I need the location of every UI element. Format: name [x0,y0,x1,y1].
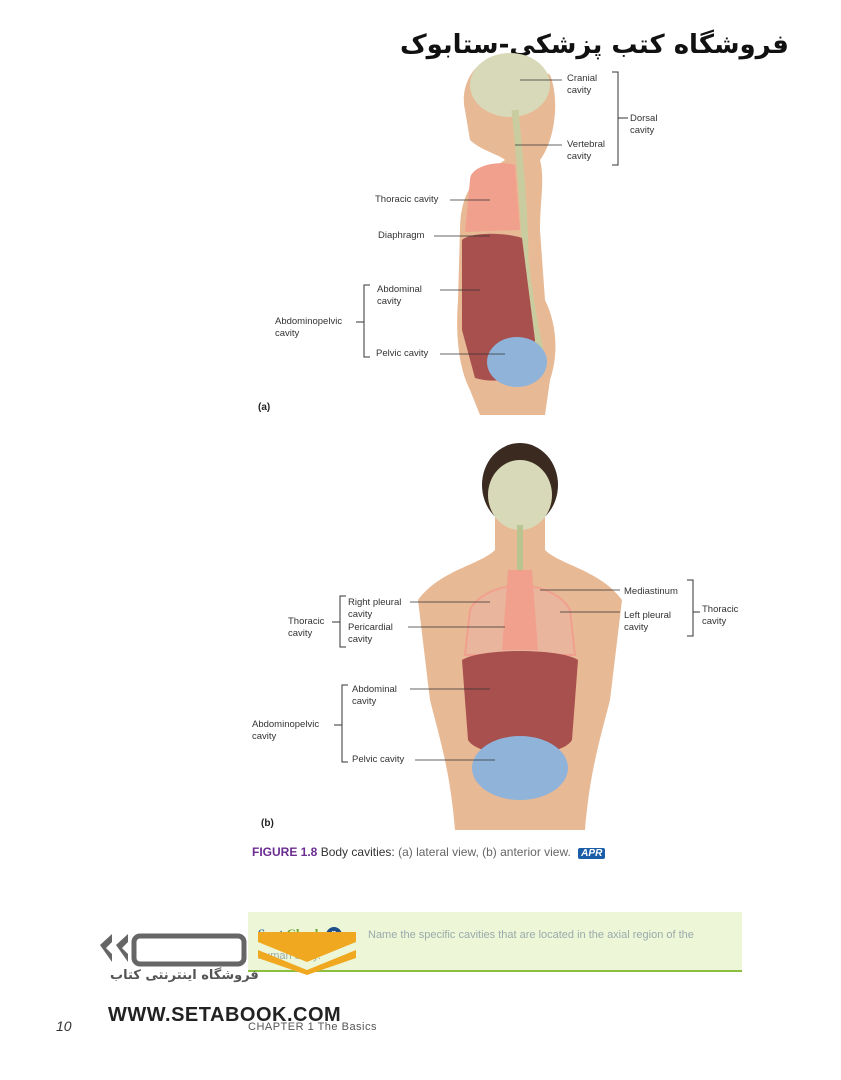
figure-detail: (a) lateral view, (b) anterior view. [398,845,571,859]
label-mediastinum: Mediastinum [624,586,678,597]
panel-b-letter: (b) [261,818,274,829]
figure-number: FIGURE 1.8 [252,845,318,859]
spot-check-question: Name the specific cavities that are loca… [368,929,694,941]
apr-badge: APR [578,848,606,859]
label-thoracic-cavity: Thoracic cavity [375,194,439,205]
figure-caption: FIGURE 1.8 Body cavities: (a) lateral vi… [252,845,606,859]
panel-a-letter: (a) [258,402,271,413]
label-diaphragm: Diaphragm [378,230,425,241]
label-pelvic-cavity-b: Pelvic cavity [352,754,405,765]
figure-title: Body cavities: [320,845,395,859]
label-pelvic-cavity: Pelvic cavity [376,348,429,359]
chapter-footer: CHAPTER 1 The Basics [248,1021,378,1033]
setabook-url: WWW.SETABOOK.COM [108,1004,342,1026]
page-number: 10 [56,1018,72,1034]
anterior-view-illustration [332,443,700,830]
setabook-logo-icon [100,932,356,975]
watermark-title: فروشگاه کتب پزشکی-ستابوک [400,30,789,60]
setabook-subtitle: فروشگاه اینترنتی کتاب [110,968,259,983]
lateral-view-illustration [356,53,628,415]
